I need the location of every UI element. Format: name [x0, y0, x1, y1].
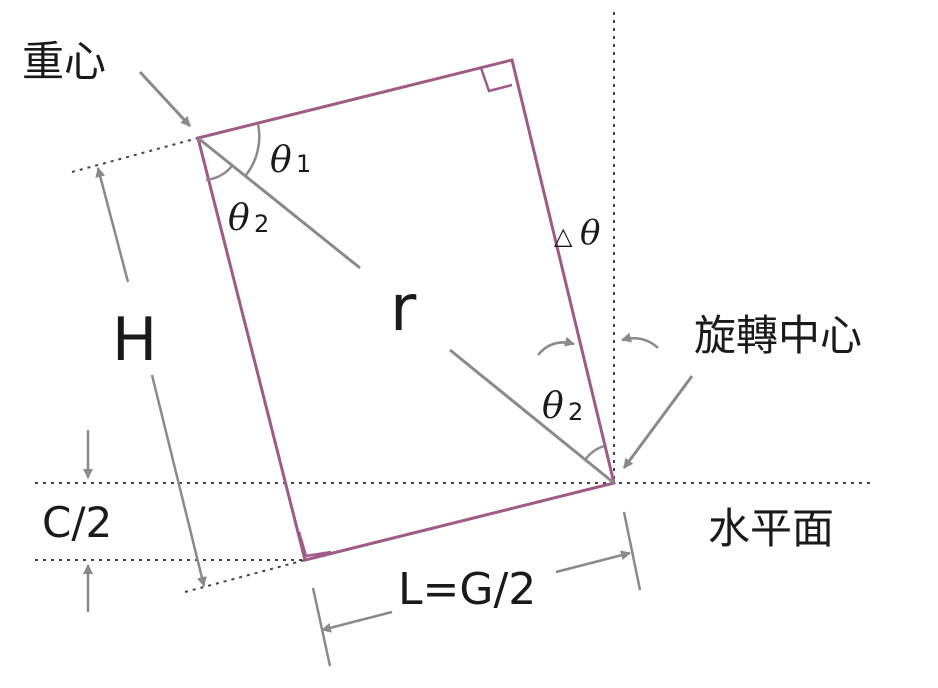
top-extension-line — [71, 137, 199, 173]
delta-theta-triangle: △ — [554, 222, 573, 250]
theta2-arc-top — [205, 165, 233, 182]
radius-line-lower — [449, 348, 615, 485]
theta2-top-label: θ — [228, 198, 250, 239]
theta2-bottom-label: θ — [542, 386, 564, 427]
H-dimension-lower — [150, 374, 207, 587]
theta2-top-subscript: 2 — [254, 210, 269, 238]
H-label: H — [112, 305, 157, 375]
L-dimension-left — [321, 610, 393, 633]
rotation-arrow-left — [537, 336, 575, 356]
L-equals-G-half-label: L=G/2 — [398, 564, 536, 615]
center-of-gravity-label: 重心 — [22, 37, 106, 86]
L-dimension-right — [555, 550, 631, 574]
rotation-center-pointer-arrow — [622, 375, 694, 469]
radius-line-upper — [197, 136, 361, 270]
H-dimension-upper — [95, 167, 130, 283]
C-half-label: C/2 — [42, 498, 112, 547]
theta1-arc — [245, 123, 261, 176]
rotation-arrow-right — [621, 332, 659, 349]
horizontal-plane-label: 水平面 — [708, 504, 834, 553]
L-extension-left — [311, 587, 332, 667]
theta1-subscript: 1 — [296, 150, 311, 178]
cog-pointer-arrow — [138, 70, 192, 128]
bottom-extension-line — [184, 559, 306, 593]
rotation-center-label: 旋轉中心 — [694, 311, 862, 360]
right-angle-marker-top — [479, 67, 513, 93]
r-label: r — [390, 272, 417, 346]
theta2-bottom-subscript: 2 — [568, 398, 583, 426]
L-extension-right — [622, 511, 642, 591]
theta2-arc-bottom — [583, 444, 605, 461]
theta1-label: θ — [270, 140, 292, 181]
right-angle-marker-bottom — [297, 531, 332, 558]
delta-theta-symbol: θ — [580, 213, 600, 253]
